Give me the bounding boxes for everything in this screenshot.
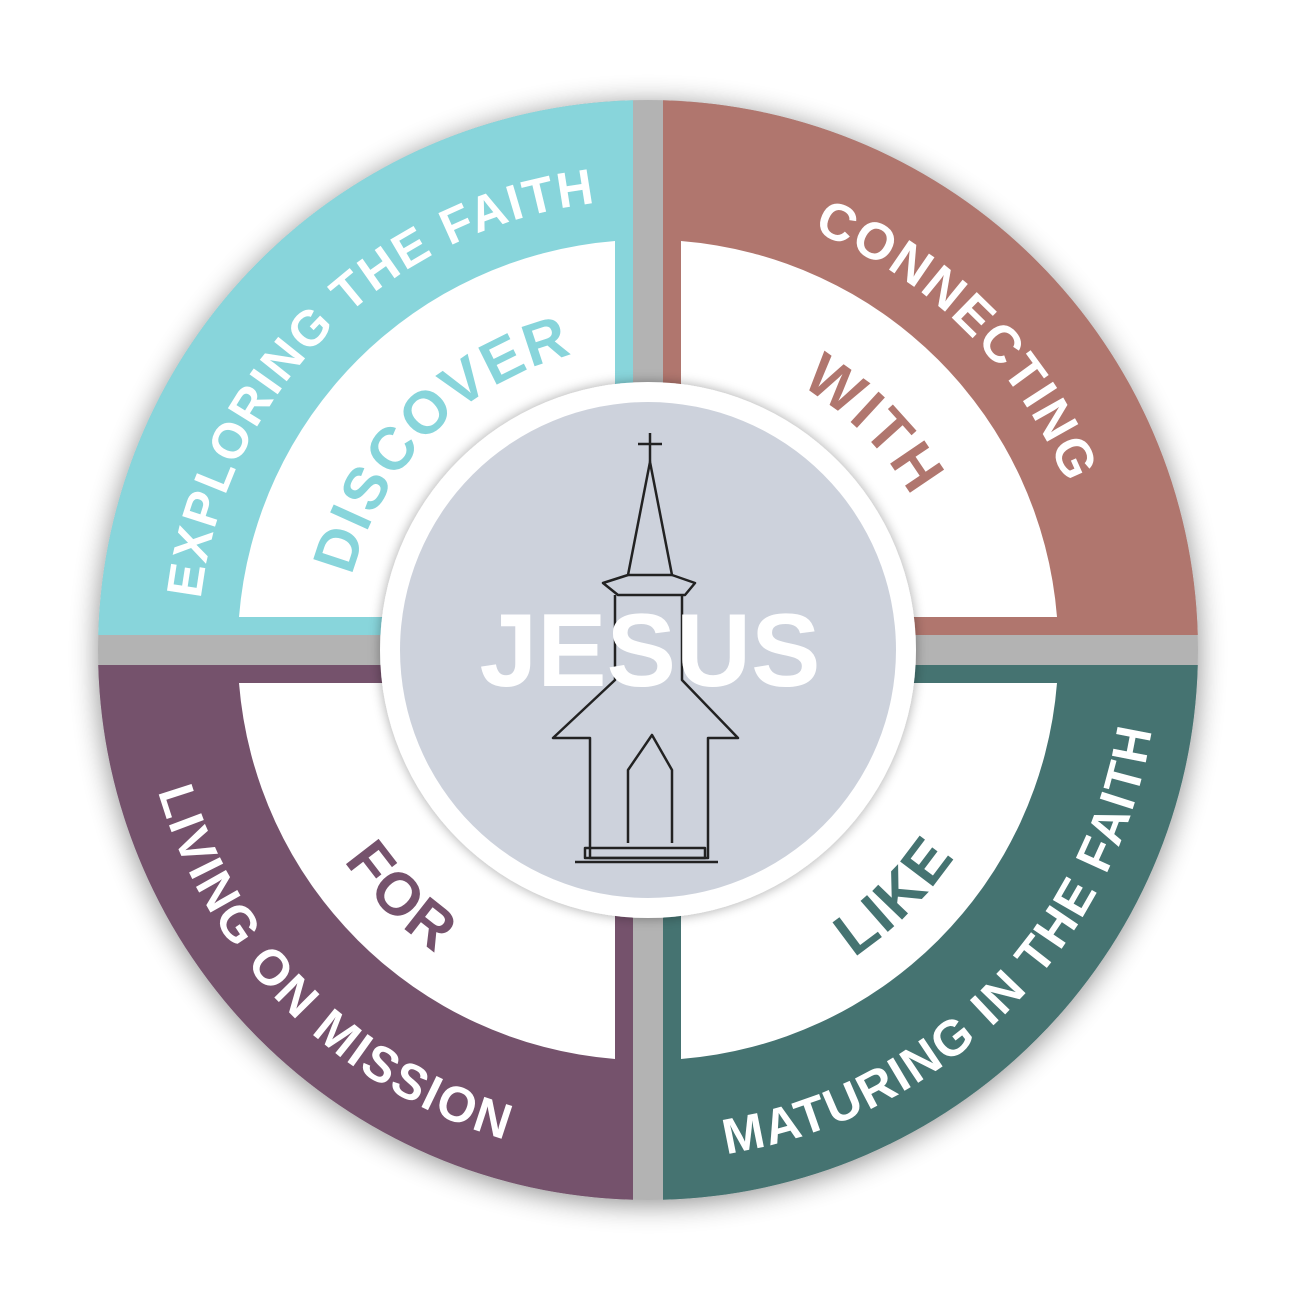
center-label-jesus: JESUS: [479, 593, 820, 709]
center-disc: [400, 402, 896, 898]
church-icon: [551, 433, 740, 864]
